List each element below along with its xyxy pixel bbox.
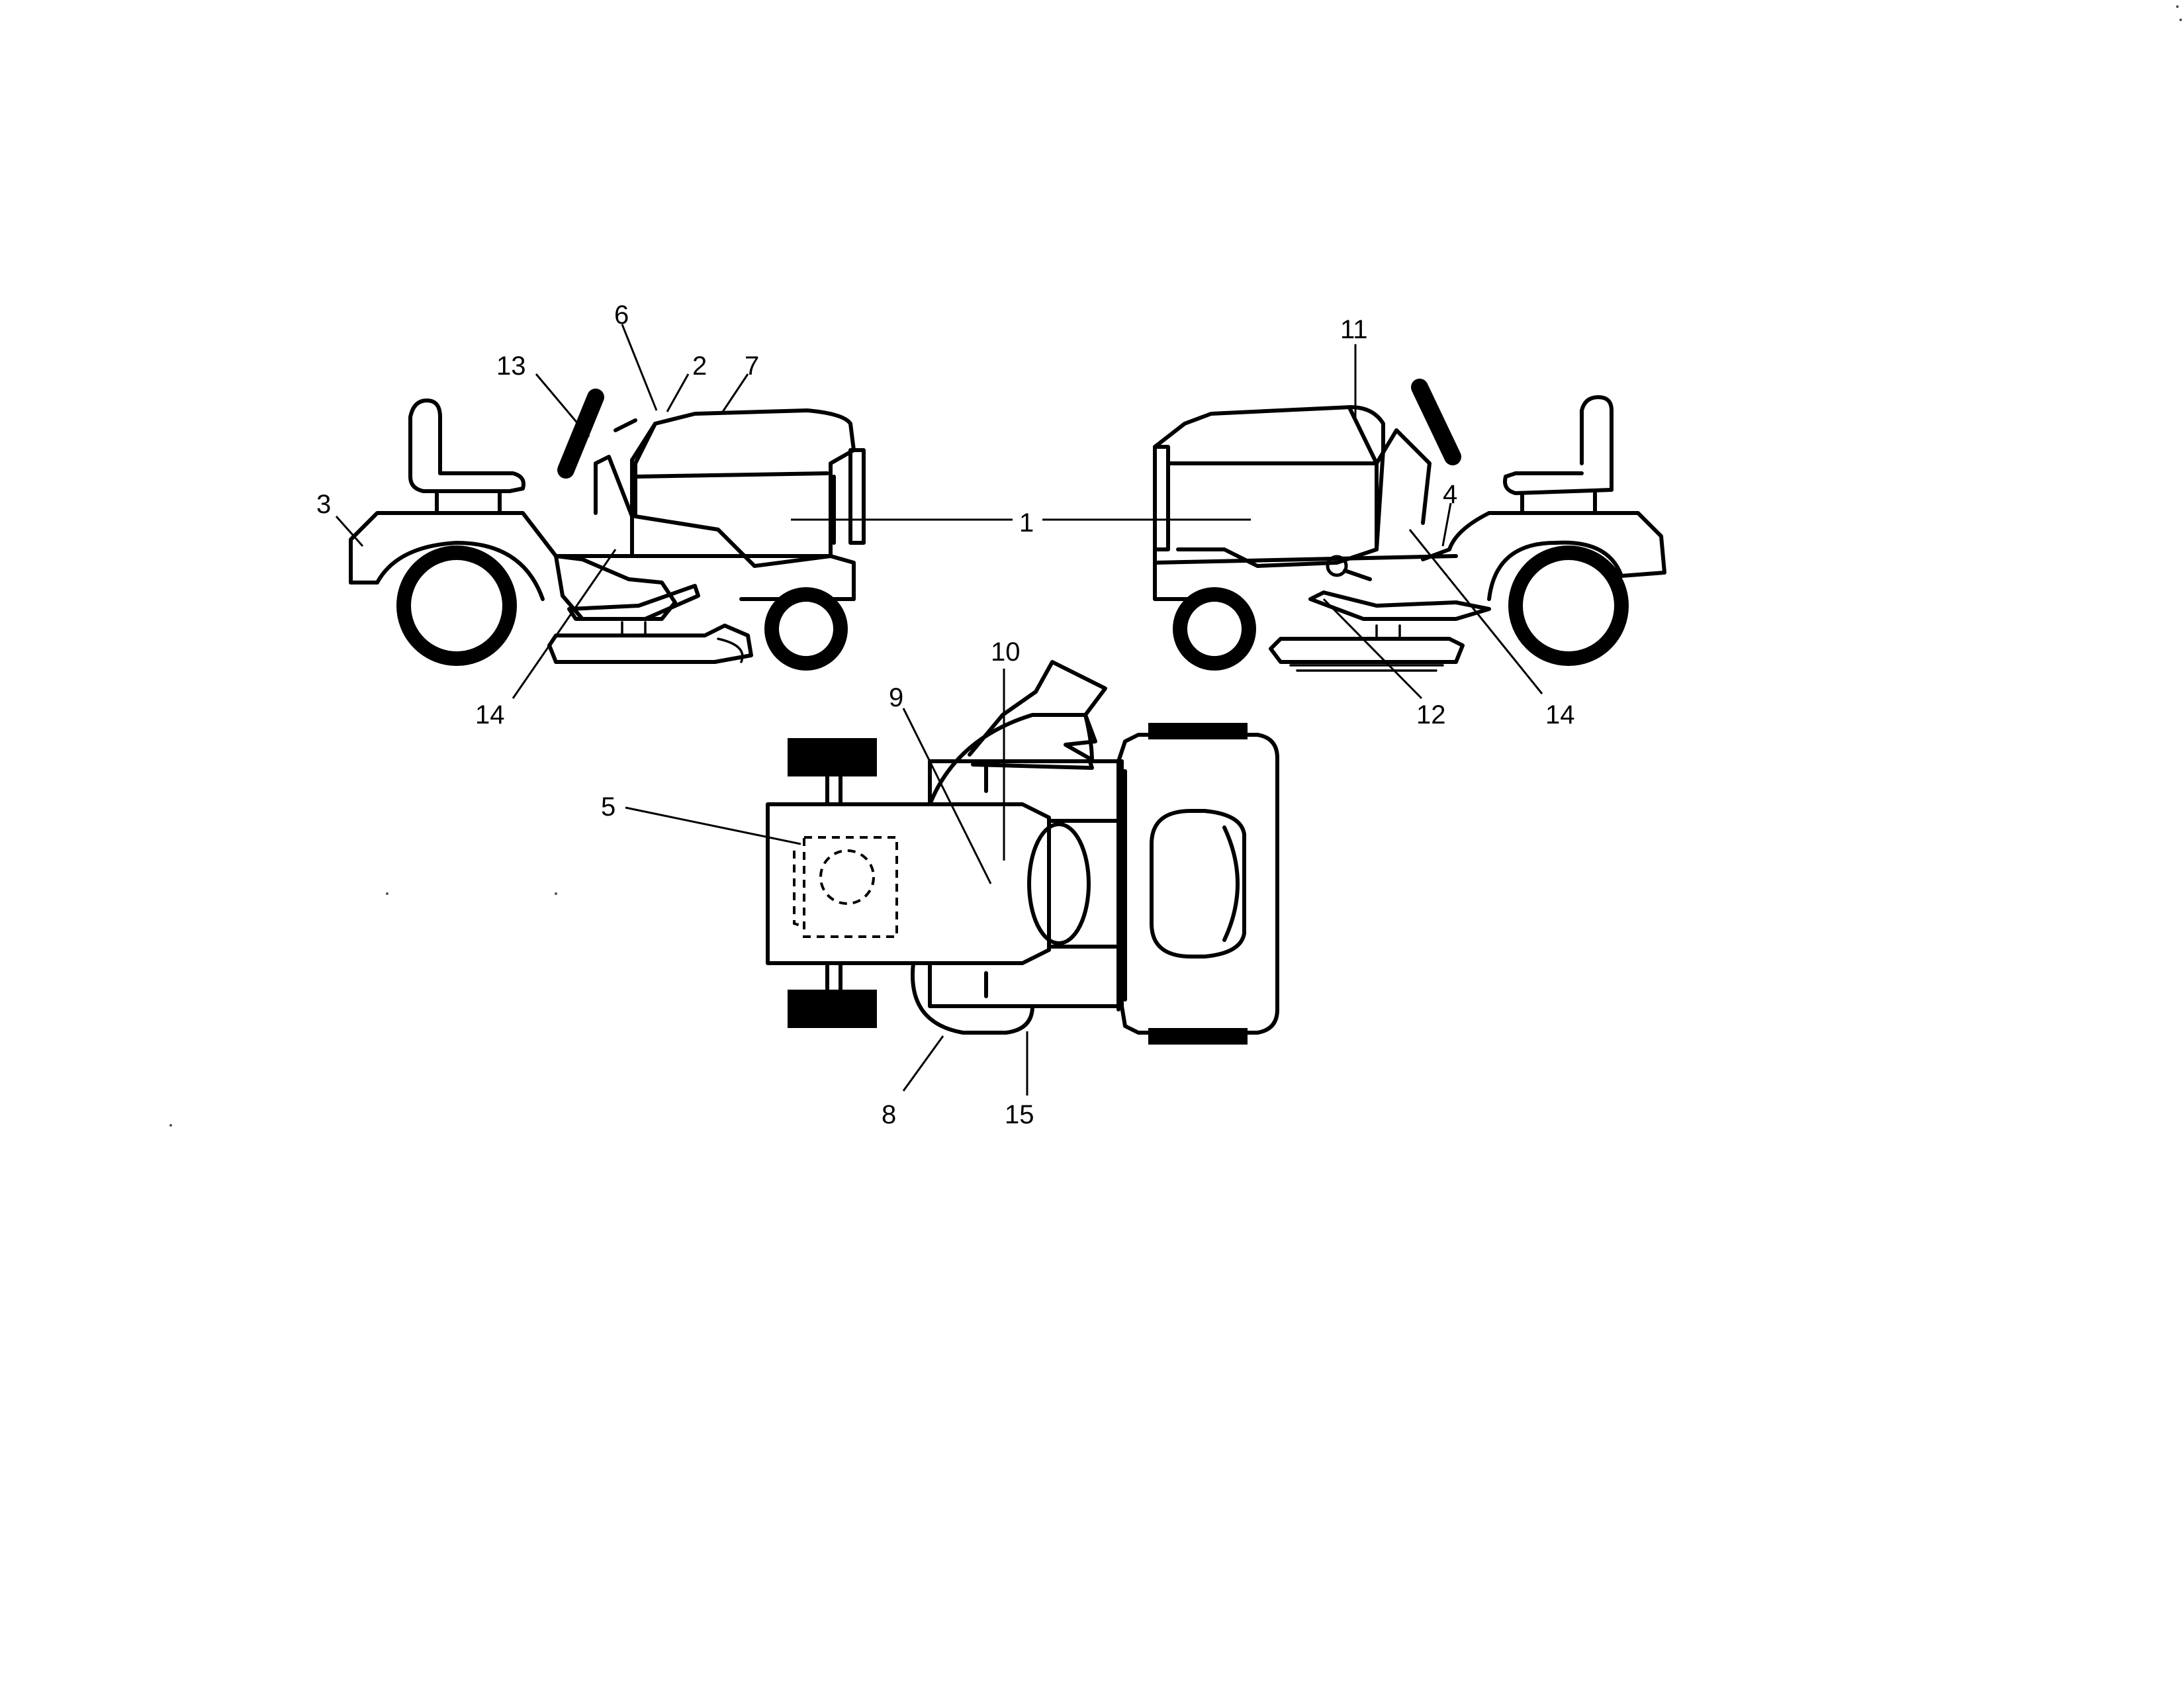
callout-12: 12 <box>1416 700 1446 729</box>
callout-9: 9 <box>889 683 903 712</box>
callout-4: 4 <box>1443 480 1457 509</box>
callout-14-right: 14 <box>1545 700 1575 729</box>
leader-9 <box>902 708 992 884</box>
callout-7: 7 <box>745 352 759 381</box>
callout-14-left: 14 <box>475 700 505 729</box>
callout-13: 13 <box>496 352 526 381</box>
hood-decal-panel <box>803 836 898 938</box>
rear-tire-bottom <box>1148 1028 1248 1045</box>
callout-15: 15 <box>1005 1100 1034 1129</box>
callout-labels: 1 2 3 4 5 6 7 8 9 10 11 12 13 14 14 15 <box>316 301 1575 1129</box>
callout-11: 11 <box>1340 315 1368 344</box>
leader-5 <box>625 806 801 845</box>
tractor-top-view <box>766 660 1279 1045</box>
tractor-right-side-view <box>1153 379 1666 672</box>
rear-tire-top <box>1148 723 1248 739</box>
leader-7 <box>720 373 749 414</box>
leader-8 <box>902 1035 944 1092</box>
callout-5: 5 <box>601 792 615 821</box>
leader-6 <box>621 324 658 411</box>
callout-3: 3 <box>316 490 331 519</box>
leader-14-left <box>512 549 617 699</box>
leader-14-right <box>1408 529 1543 694</box>
callout-1: 1 <box>1019 508 1034 538</box>
scan-specks <box>169 5 2182 1127</box>
leader-13 <box>535 373 590 438</box>
leader-4 <box>1441 502 1452 547</box>
front-tire-top <box>788 738 877 776</box>
callout-8: 8 <box>882 1100 896 1129</box>
callout-10: 10 <box>991 637 1021 667</box>
leader-2 <box>666 373 690 412</box>
leader-3 <box>335 516 364 547</box>
tractor-left-side-view <box>349 389 866 671</box>
callout-2: 2 <box>692 352 707 381</box>
leader-lines <box>335 324 1543 1096</box>
front-tire-bottom <box>788 990 877 1028</box>
leader-12 <box>1322 598 1423 700</box>
callout-6: 6 <box>614 301 629 330</box>
